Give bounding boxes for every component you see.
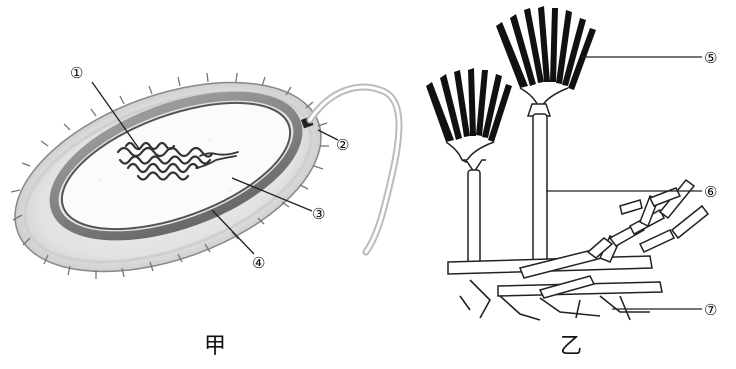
label-7: ⑦ xyxy=(704,301,717,319)
spore-cluster-left xyxy=(426,68,512,142)
label-4: ④ xyxy=(252,254,265,272)
leader-lines-yi xyxy=(546,57,702,309)
label-6: ⑥ xyxy=(704,183,717,201)
mold-diagram xyxy=(426,6,708,320)
flagellum xyxy=(301,87,399,252)
label-5: ⑤ xyxy=(704,49,717,67)
label-2: ② xyxy=(336,136,349,154)
caption-yi: 乙 xyxy=(560,334,582,359)
caption-jia: 甲 xyxy=(204,334,226,359)
mycelium xyxy=(448,180,708,298)
bacterium-diagram xyxy=(0,45,399,309)
spore-cluster-right xyxy=(496,6,596,90)
label-3: ③ xyxy=(312,205,325,223)
label-1: ① xyxy=(70,64,83,82)
